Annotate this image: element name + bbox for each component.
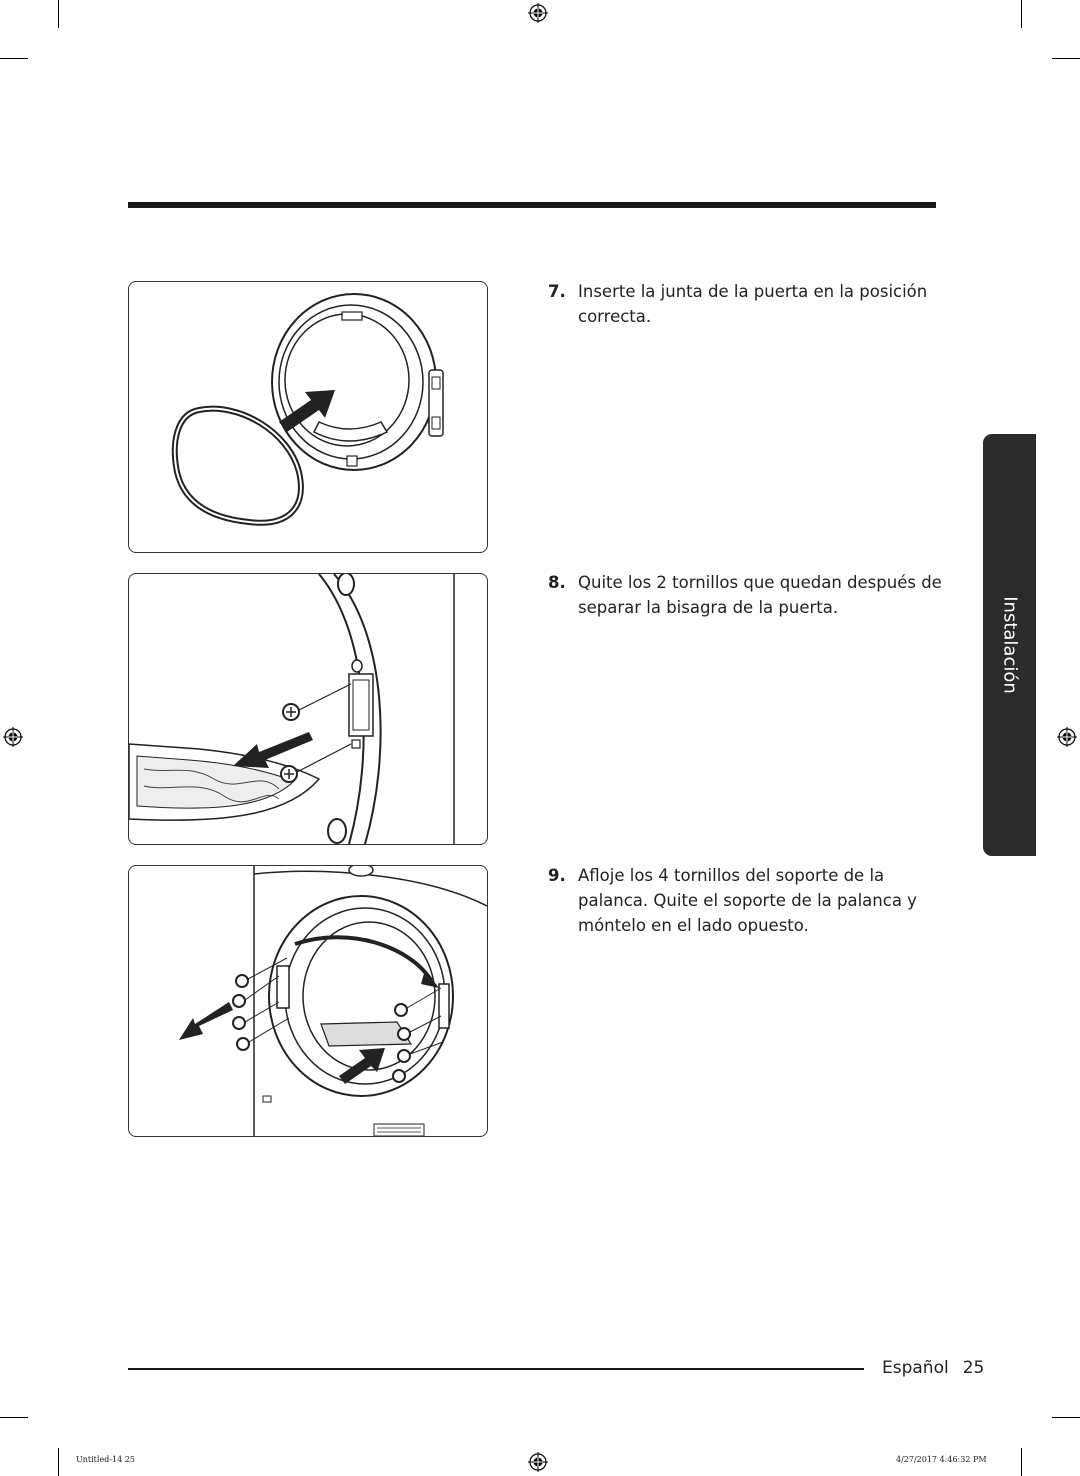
- screw-icon: [392, 1069, 406, 1083]
- crop-mark: [1021, 0, 1022, 28]
- header-rule: [128, 202, 936, 208]
- registration-mark-icon: [528, 3, 548, 23]
- step-9: 9. Afloje los 4 tornillos del soporte de…: [548, 863, 948, 938]
- step-8: 8. Quite los 2 tornillos que quedan desp…: [548, 570, 948, 620]
- registration-mark-icon: [1057, 727, 1077, 747]
- figure-lever-bracket: [128, 865, 488, 1137]
- page-number: 25: [962, 1358, 985, 1378]
- section-tab: Instalación: [983, 434, 1036, 856]
- print-slug-file: Untitled-14 25: [76, 1455, 135, 1464]
- screw-icon: [236, 1037, 250, 1051]
- crop-mark: [58, 1448, 59, 1476]
- step-text: Quite los 2 tornillos que quedan después…: [578, 573, 942, 617]
- step-text: Inserte la junta de la puerta en la posi…: [578, 282, 928, 326]
- screw-icon: [282, 703, 300, 721]
- registration-mark-icon: [528, 1452, 548, 1472]
- figure-door-gasket: [128, 281, 488, 553]
- step-number: 7.: [548, 282, 566, 301]
- registration-mark-icon: [3, 727, 23, 747]
- crop-mark: [0, 58, 28, 59]
- remove-screws-illustration: [129, 574, 455, 844]
- step-number: 8.: [548, 573, 566, 592]
- door-gasket-illustration: [171, 293, 444, 526]
- screw-icon: [232, 1016, 246, 1030]
- lever-bracket-illustration: [179, 866, 487, 1136]
- footer-language: Español: [882, 1358, 949, 1378]
- screw-icon: [232, 994, 246, 1008]
- screw-icon: [235, 974, 249, 988]
- screw-icon: [394, 1003, 408, 1017]
- crop-mark: [0, 1417, 28, 1418]
- step-text: Afloje los 4 tornillos del soporte de la…: [578, 866, 917, 935]
- screw-icon: [397, 1027, 411, 1041]
- crop-mark: [1052, 58, 1080, 59]
- screw-icon: [397, 1049, 411, 1063]
- page-footer: Español 25: [882, 1358, 984, 1378]
- step-7: 7. Inserte la junta de la puerta en la p…: [548, 279, 948, 329]
- section-tab-label: Instalación: [999, 596, 1020, 694]
- figure-remove-screws: [128, 573, 488, 845]
- footer-rule: [128, 1368, 864, 1370]
- crop-mark: [1052, 1417, 1080, 1418]
- crop-mark: [1021, 1448, 1022, 1476]
- screw-icon: [280, 765, 298, 783]
- step-number: 9.: [548, 866, 566, 885]
- print-slug-date: 4/27/2017 4:46:32 PM: [896, 1455, 987, 1464]
- crop-mark: [58, 0, 59, 28]
